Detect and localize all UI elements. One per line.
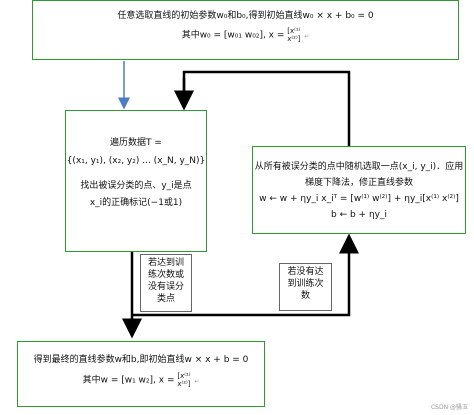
init-vector-row1: x⁽¹⁾ [290, 27, 301, 35]
condition-reached-line1: 若达到训 [147, 258, 184, 268]
traverse-line1: 遍历数据T = [110, 138, 162, 148]
traverse-line2: {(x₁, y₁), (x₂, y₂) ... (x_N, y_N)} [66, 156, 206, 166]
init-parameters-line1: 任意选取直线的初始参数w₀和b₀,得到初始直线w₀ × x + b₀ = 0 [117, 11, 374, 21]
final-vector-row2: x⁽²⁾ [177, 380, 188, 388]
random-select-box: 从所有被误分类的点中随机选取一点(x_i, y_i)．应用 梯度下降法，修正直线… [252, 146, 466, 234]
condition-reached-line2: 练次数或 [147, 270, 184, 280]
watermark: CSDN @骚玉 [430, 404, 468, 411]
condition-reached-note: 若达到训 练次数或 没有误分 类点 [140, 254, 192, 312]
traverse-line4: x_i的正确标记(−1或1) [89, 198, 183, 208]
init-parameters-box: 任意选取直线的初始参数w₀和b₀,得到初始直线w₀ × x + b₀ = 0 其… [32, 0, 459, 60]
condition-not-reached-line2: 到训练次 [287, 279, 324, 289]
init-parameters-formula: 其中w₀ = [w₀₁ w₀₂], x = [181, 30, 288, 41]
traverse-line3: 找出被误分类的点、y_i是点 [80, 181, 192, 191]
text-cursor-icon: ↵ [194, 377, 200, 385]
traverse-data-box: 遍历数据T = {(x₁, y₁), (x₂, y₂) ... (x_N, y_… [65, 110, 207, 252]
condition-not-reached-line3: 数 [300, 291, 310, 301]
condition-reached-line3: 没有误分 [147, 282, 184, 292]
random-select-line3: w ← w + ηy_i x_iᵀ = [w⁽¹⁾ w⁽²⁾] + ηy_i[x… [259, 194, 459, 204]
init-vector-row2: x⁽²⁾ [287, 35, 298, 43]
init-parameters-line2: 其中w₀ = [w₀₁ w₀₂], x = [x⁽¹⁾ x⁽²⁾] ↵ [33, 27, 458, 43]
condition-not-reached-note: 若没有达 到训练次 数 [279, 263, 332, 311]
final-parameters-box: 得到最终的直线参数w和b,即初始直线w × x + b = 0 其中w = [w… [17, 341, 265, 407]
init-vector: [x⁽¹⁾ x⁽²⁾] [287, 27, 301, 43]
condition-not-reached-line1: 若没有达 [287, 267, 324, 277]
final-parameters-formula: 其中w = [w₁ w₂], x = [82, 375, 178, 386]
final-parameters-line1: 得到最终的直线参数w和b,即初始直线w × x + b = 0 [33, 355, 249, 365]
final-parameters-line2: 其中w = [w₁ w₂], x = [x⁽¹⁾ x⁽²⁾] ↵ [18, 372, 264, 388]
random-select-line1: 从所有被误分类的点中随机选取一点(x_i, y_i)．应用 [254, 162, 464, 172]
random-select-line4: b ← b + ηy_i [331, 210, 387, 220]
condition-reached-line4: 类点 [156, 294, 175, 304]
arrow-to-random-select [132, 233, 359, 317]
random-select-line2: 梯度下降法，修正直线参数 [304, 178, 413, 188]
text-cursor-icon: ↵ [304, 32, 310, 40]
final-vector-row1: x⁽¹⁾ [180, 372, 191, 380]
loop-line-top [182, 70, 351, 146]
final-vector: [x⁽¹⁾ x⁽²⁾] [177, 372, 191, 388]
